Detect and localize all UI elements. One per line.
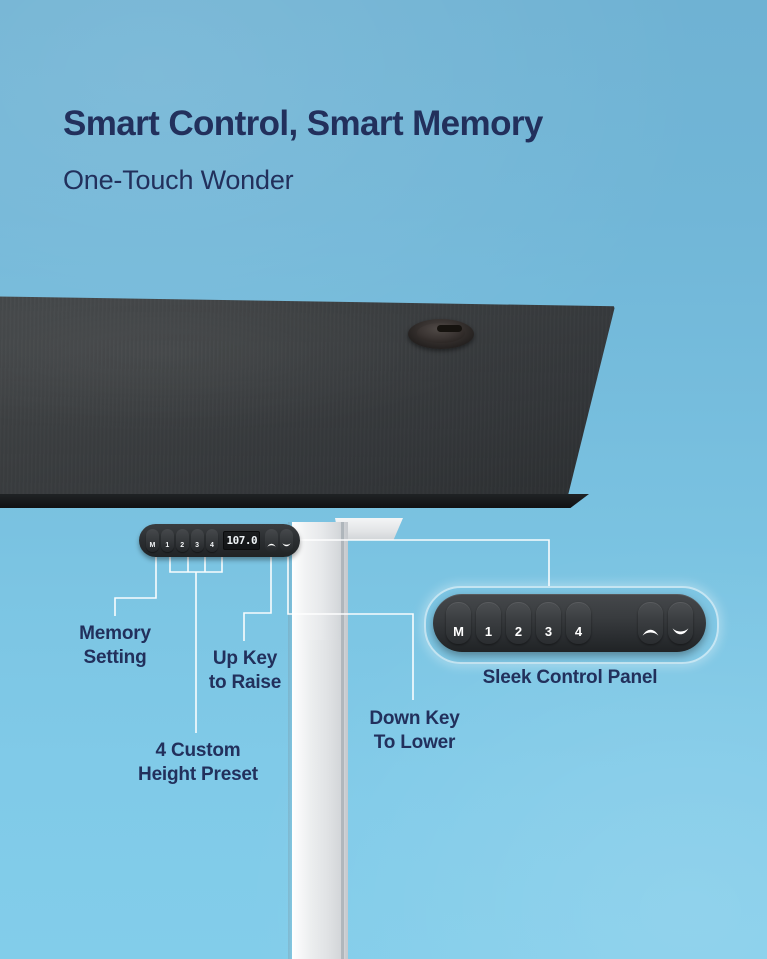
arrow-up-icon xyxy=(642,629,659,636)
callout-downkey-line2: To Lower xyxy=(373,732,456,754)
leg-seam-line xyxy=(341,522,344,959)
callout-downkey-line1: Down Key xyxy=(369,708,460,729)
mini-key-preset-3[interactable]: 3 xyxy=(190,529,204,552)
grommet-cap xyxy=(417,323,465,343)
callout-down-key: Down Key To Lower xyxy=(352,707,477,756)
height-display: 107.0 xyxy=(223,531,261,550)
arrow-up-icon xyxy=(267,543,276,547)
mini-key-preset-4[interactable]: 4 xyxy=(205,529,219,552)
callout-up-key: Up Key to Raise xyxy=(195,647,295,696)
key-memory[interactable]: M xyxy=(446,602,471,644)
mini-key-preset-1[interactable]: 1 xyxy=(160,529,174,552)
callout-upkey-line1: Up Key xyxy=(212,648,278,669)
desk-front-edge xyxy=(0,494,589,508)
leader-bracket-presets xyxy=(169,557,223,573)
callout-upkey-line2: to Raise xyxy=(208,672,282,694)
arrow-down-icon xyxy=(672,628,689,635)
mini-key-preset-4-label: 4 xyxy=(209,542,214,549)
callout-preset-line1: 4 Custom xyxy=(155,740,241,761)
grommet-slot xyxy=(437,325,462,332)
mini-key-preset-3-label: 3 xyxy=(195,542,200,549)
callout-sleek-control-panel: Sleek Control Panel xyxy=(462,666,678,690)
callout-memory-line1: Memory xyxy=(79,623,151,644)
desk-top-surface xyxy=(0,296,630,526)
key-preset-2[interactable]: 2 xyxy=(506,602,531,644)
control-panel-enlarged[interactable]: M 1 2 3 4 xyxy=(433,594,706,652)
mini-key-preset-2[interactable]: 2 xyxy=(175,529,189,552)
leader-line-upkey xyxy=(243,557,272,641)
key-preset-3[interactable]: 3 xyxy=(536,602,561,644)
key-preset-4-label: 4 xyxy=(574,624,583,639)
callout-custom-height-preset: 4 Custom Height Preset xyxy=(118,739,278,788)
mini-key-preset-2-label: 2 xyxy=(180,542,185,549)
height-display-value: 107.0 xyxy=(226,534,258,547)
leg-top-bracket xyxy=(335,518,403,540)
key-preset-1-label: 1 xyxy=(484,624,493,639)
control-panel-highlight-ring xyxy=(424,586,719,664)
key-preset-1[interactable]: 1 xyxy=(476,602,501,644)
leg-left-shadow xyxy=(288,522,294,959)
page-subtitle: One-Touch Wonder xyxy=(63,165,294,195)
key-preset-4[interactable]: 4 xyxy=(566,602,591,644)
callout-preset-line2: Height Preset xyxy=(138,764,258,786)
callout-sleek-line1: Sleek Control Panel xyxy=(482,667,658,688)
callout-memory-line2: Setting xyxy=(83,647,147,669)
key-preset-3-label: 3 xyxy=(544,624,553,639)
key-down-arrow[interactable] xyxy=(668,602,693,644)
mini-key-memory[interactable]: M xyxy=(146,529,159,552)
desk-surface-panel xyxy=(0,296,615,501)
mini-key-down-arrow[interactable] xyxy=(280,529,294,552)
leader-line-memory xyxy=(114,557,157,616)
key-preset-2-label: 2 xyxy=(514,624,523,639)
desk-control-panel-actual[interactable]: M 1 2 3 4 107.0 xyxy=(139,524,300,557)
arrow-down-icon xyxy=(282,543,291,547)
mini-key-memory-label: M xyxy=(149,542,156,549)
desk-grain-texture xyxy=(0,296,615,501)
cable-grommet-icon xyxy=(408,319,474,349)
desk-leg-lower-column xyxy=(296,640,345,959)
key-up-arrow[interactable] xyxy=(638,602,663,644)
key-memory-label: M xyxy=(453,624,464,639)
page-title: Smart Control, Smart Memory xyxy=(63,104,543,143)
callout-memory-setting: Memory Setting xyxy=(60,622,170,671)
mini-key-up-arrow[interactable] xyxy=(265,529,279,552)
mini-key-preset-1-label: 1 xyxy=(165,542,170,549)
